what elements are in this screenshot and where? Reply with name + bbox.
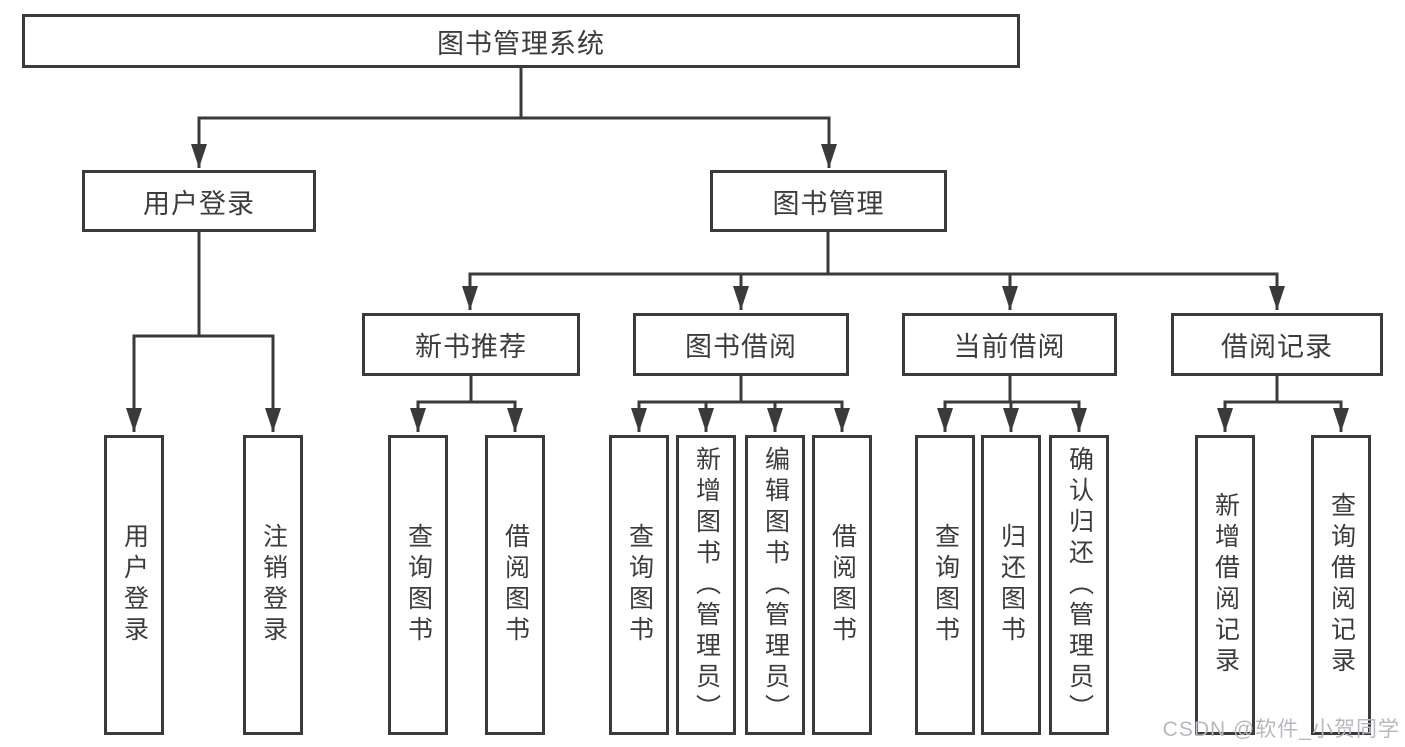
connector-book-borrowing-children [631, 375, 850, 432]
node-label: 查询图书 [404, 523, 433, 647]
node-label: 用户登录 [120, 523, 149, 647]
node-label: 借阅图书 [501, 523, 530, 647]
csdn-watermark: CSDN @软件_小贺同学 [1162, 718, 1400, 741]
node-label: 图书管理 [772, 188, 885, 219]
node-new-book-recommend: 新书推荐 [362, 313, 580, 376]
node-label: 归还图书 [997, 523, 1026, 647]
node-label: 借阅图书 [828, 523, 857, 647]
node-label: 借阅记录 [1221, 332, 1333, 362]
node-label: 新增图书（管理员） [692, 445, 721, 725]
leaf-borrow-books-borrowing: 借阅图书 [812, 435, 872, 735]
connector-current-borrowing-children [937, 375, 1087, 432]
leaf-add-book-admin: 新增图书（管理员） [676, 435, 736, 735]
node-label: 图书借阅 [685, 332, 797, 362]
node-user-login-branch: 用户登录 [82, 170, 316, 232]
leaf-query-books-borrowing: 查询图书 [609, 435, 669, 735]
node-root: 图书管理系统 [22, 14, 1020, 68]
leaf-query-borrow-record: 查询借阅记录 [1311, 435, 1371, 735]
node-label: 确认归还（管理员） [1065, 445, 1094, 725]
leaf-confirm-return-admin: 确认归还（管理员） [1049, 435, 1109, 735]
node-label: 用户登录 [143, 188, 255, 219]
node-borrowing-records: 借阅记录 [1171, 313, 1383, 376]
node-label: 新书推荐 [415, 332, 527, 362]
leaf-user-login: 用户登录 [104, 435, 164, 735]
leaf-query-books-current: 查询图书 [915, 435, 975, 735]
connector-borrowing-records-children [1217, 375, 1349, 432]
node-book-management: 图书管理 [710, 170, 947, 232]
leaf-query-books-recommend: 查询图书 [388, 435, 448, 735]
connector-new-book-recommend-children [410, 375, 523, 432]
leaf-edit-book-admin: 编辑图书（管理员） [745, 435, 805, 735]
connector-user-login-children [126, 231, 281, 432]
node-label: 当前借阅 [953, 332, 1066, 362]
leaf-return-book: 归还图书 [981, 435, 1041, 735]
node-label: 编辑图书（管理员） [761, 445, 790, 725]
node-current-borrowing: 当前借阅 [902, 313, 1117, 376]
node-label: 新增借阅记录 [1211, 492, 1240, 678]
leaf-borrow-books-recommend: 借阅图书 [485, 435, 545, 735]
node-label: 注销登录 [259, 523, 288, 647]
node-label: 查询图书 [625, 523, 654, 647]
connector-book-management-children [462, 231, 1285, 310]
connector-root-to-level1 [191, 67, 837, 168]
leaf-add-borrow-record: 新增借阅记录 [1195, 435, 1255, 735]
node-label: 查询图书 [931, 523, 960, 647]
node-label: 图书管理系统 [437, 28, 605, 59]
leaf-logout: 注销登录 [243, 435, 303, 735]
node-book-borrowing: 图书借阅 [633, 313, 849, 376]
node-label: 查询借阅记录 [1327, 492, 1356, 678]
